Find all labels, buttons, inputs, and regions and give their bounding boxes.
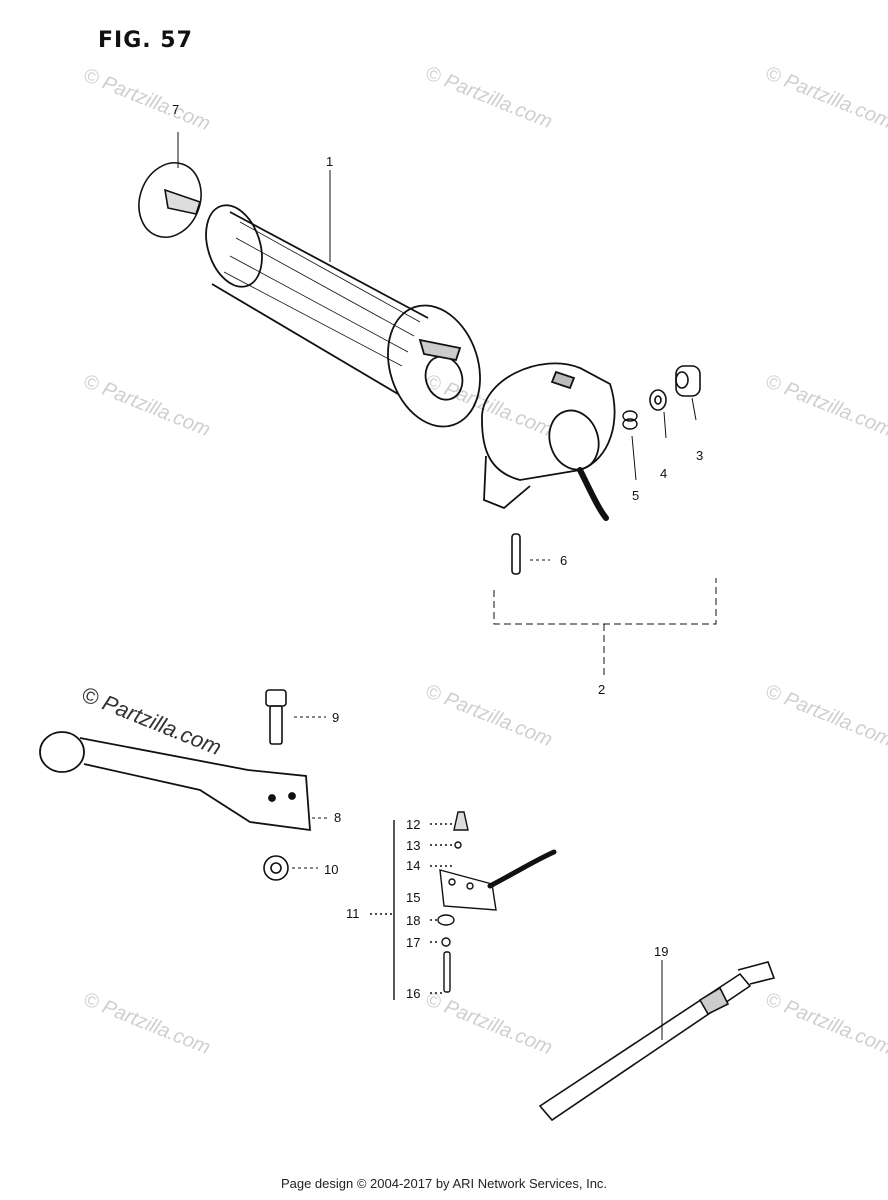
callout-17: 17 — [406, 935, 420, 950]
part-3-cable-adjuster — [675, 365, 701, 421]
callout-labels: 1 2 3 4 5 6 7 8 9 10 11 12 13 14 15 16 1… — [172, 102, 703, 1001]
watermark-text: © Partzilla.com — [762, 370, 888, 441]
callout-12: 12 — [406, 817, 420, 832]
callout-19: 19 — [654, 944, 668, 959]
callout-4: 4 — [660, 466, 667, 481]
part-2-throttle-housing — [481, 362, 616, 521]
callout-18: 18 — [406, 913, 420, 928]
assembly-bracket-2 — [493, 578, 717, 676]
watermark-text: © Partzilla.com — [80, 370, 213, 441]
part-6-screw — [511, 533, 550, 575]
callout-8: 8 — [334, 810, 341, 825]
watermark-text: © Partzilla.com — [422, 370, 555, 441]
callout-2: 2 — [598, 682, 605, 697]
callout-6: 6 — [560, 553, 567, 568]
part-4-nut — [649, 389, 667, 439]
part-8-brake-lever — [39, 731, 330, 832]
watermark-text: © Partzilla.com — [762, 62, 888, 133]
footer-copyright: Page design © 2004-2017 by ARI Network S… — [280, 1176, 608, 1191]
callout-3: 3 — [696, 448, 703, 463]
part-19-cable-tie — [538, 960, 776, 1122]
part-7-end-cap — [138, 132, 202, 238]
callout-5: 5 — [632, 488, 639, 503]
callout-7: 7 — [172, 102, 179, 117]
part-9-pivot-bolt — [265, 689, 326, 745]
callout-11: 11 — [346, 906, 360, 921]
watermark-text: © Partzilla.com — [762, 680, 888, 751]
watermark-text: © Partzilla.com — [422, 680, 555, 751]
callout-1: 1 — [326, 154, 333, 169]
callout-16: 16 — [406, 986, 420, 1001]
figure-title: FIG. 57 — [98, 28, 193, 53]
watermark-text: © Partzilla.com — [80, 988, 213, 1059]
callout-14: 14 — [406, 858, 420, 873]
watermark-text: © Partzilla.com — [422, 988, 555, 1059]
callout-15: 15 — [406, 890, 420, 905]
callout-13: 13 — [406, 838, 420, 853]
part-11-brake-switch-assembly — [370, 811, 557, 1000]
part-5-spring — [622, 410, 638, 481]
watermark-text: © Partzilla.com — [78, 681, 225, 760]
watermark-text: © Partzilla.com — [80, 64, 213, 135]
watermark-text: © Partzilla.com — [422, 62, 555, 133]
callout-9: 9 — [332, 710, 339, 725]
callout-10: 10 — [324, 862, 338, 877]
part-1-throttle-grip — [205, 170, 481, 428]
watermark-text: © Partzilla.com — [762, 988, 888, 1059]
part-10-nut — [263, 855, 318, 881]
